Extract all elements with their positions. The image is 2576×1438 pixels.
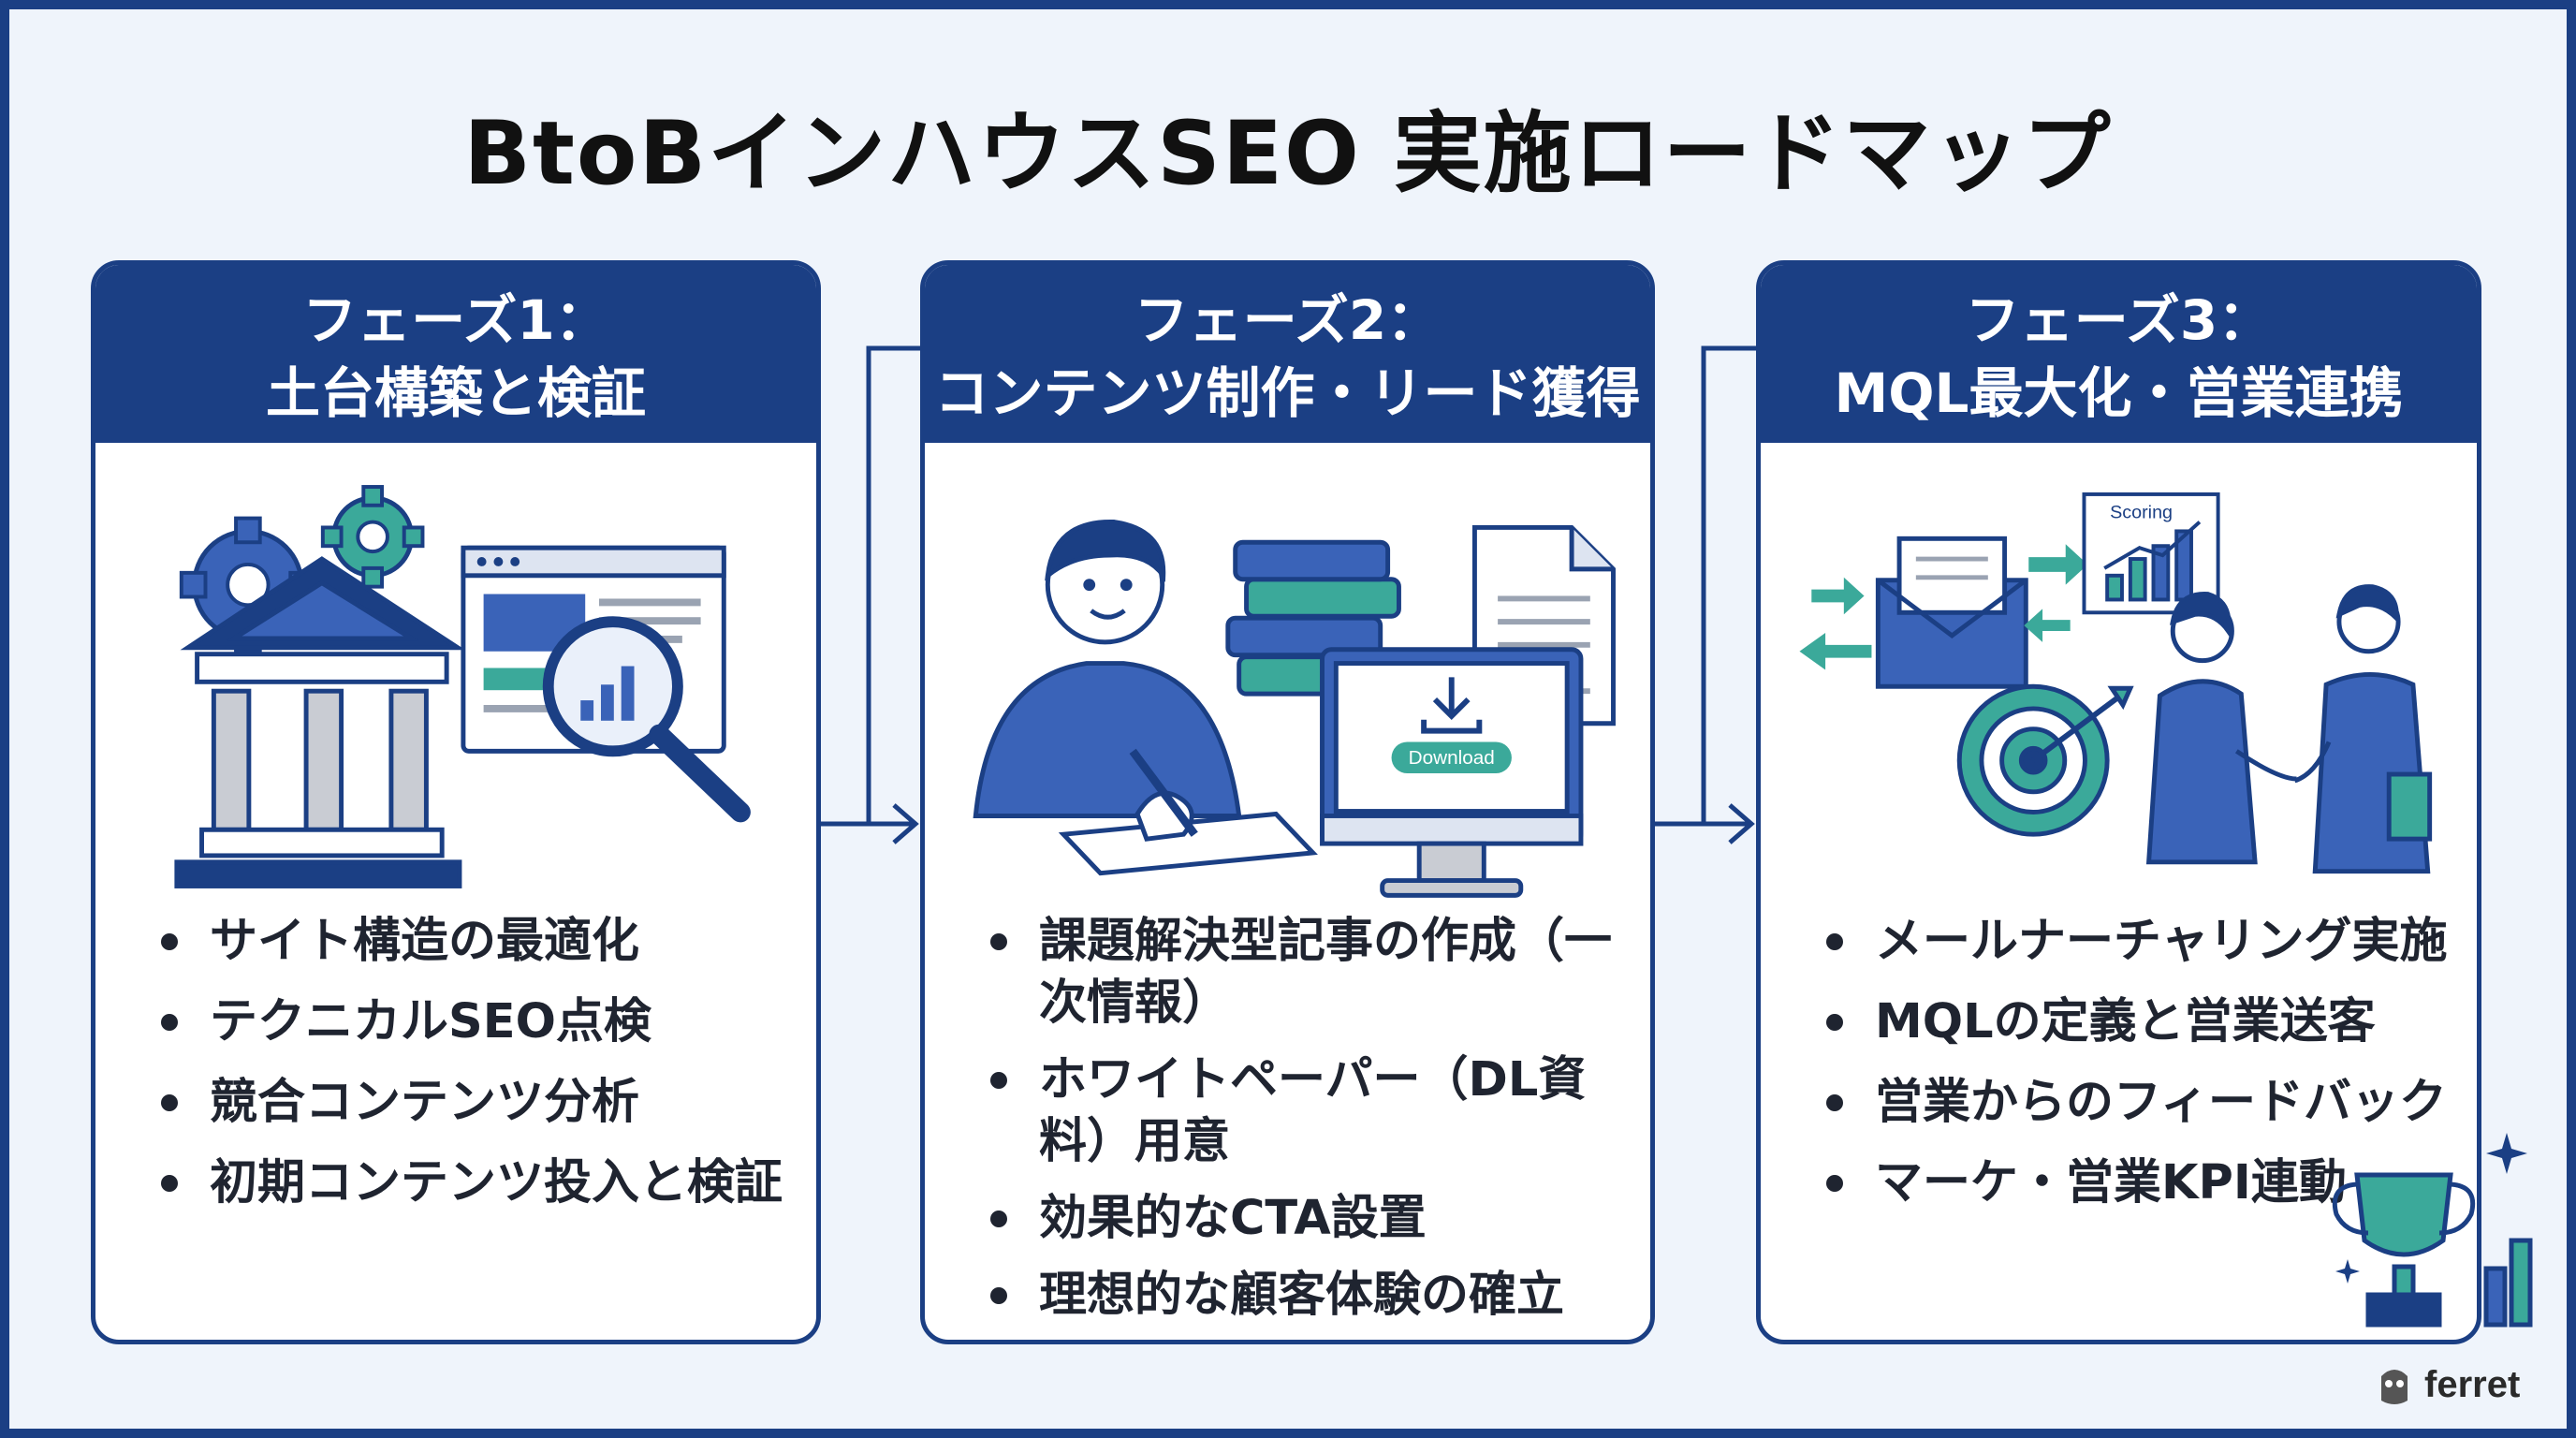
phase-3-title: MQL最大化・営業連携 — [1834, 361, 2404, 425]
list-item: 効果的なCTA設置 — [990, 1188, 1613, 1250]
list-item: ホワイトペーパー（DL資料）用意 — [990, 1049, 1613, 1173]
phase-1-list: サイト構造の最適化 テクニカルSEO点検 競合コンテンツ分析 初期コンテンツ投入… — [95, 911, 816, 1233]
list-item: マーケ・営業KPI連動 — [1826, 1152, 2477, 1214]
download-icon — [1421, 677, 1483, 734]
list-item: 競合コンテンツ分析 — [161, 1072, 816, 1134]
person-writing-icon — [973, 520, 1318, 876]
phase-2-title: コンテンツ制作・リード獲得 — [934, 361, 1641, 425]
phase-2-list: 課題解決型記事の作成（一次情報） ホワイトペーパー（DL資料）用意 効果的なCT… — [925, 911, 1650, 1340]
phase-1-label: フェーズ1： — [302, 288, 609, 352]
phase-1-title: 土台構築と検証 — [265, 361, 646, 425]
phase-2-label: フェーズ2： — [1134, 288, 1442, 352]
building-icon — [174, 556, 466, 888]
email-icon — [1875, 536, 2028, 689]
list-item: 理想的な顧客体験の確立 — [990, 1265, 1613, 1327]
phase-card-1: フェーズ1： 土台構築と検証 — [91, 260, 821, 1344]
magnifier-icon — [542, 616, 751, 823]
phase-1-header: フェーズ1： 土台構築と検証 — [95, 265, 816, 443]
connector-1-2 — [819, 345, 922, 827]
phase-3-label: フェーズ3： — [1965, 288, 2273, 352]
exchange-arrows-icon — [2024, 544, 2088, 642]
connector-2-3-arrow — [1655, 803, 1755, 844]
logo-text: ferret — [2424, 1363, 2521, 1405]
monitor-icon — [1320, 647, 1584, 898]
scoring-label: Scoring — [2110, 503, 2173, 523]
handshake-people-icon — [2145, 584, 2433, 874]
list-item: サイト構造の最適化 — [161, 911, 816, 973]
gear-icon — [320, 485, 425, 589]
phase-3-list: メールナーチャリング実施 MQLの定義と営業送客 営業からのフィードバック マー… — [1761, 911, 2477, 1233]
list-item: テクニカルSEO点検 — [161, 991, 816, 1053]
phase-1-illustration — [174, 485, 751, 888]
phase-2-header: フェーズ2： コンテンツ制作・リード獲得 — [925, 265, 1650, 443]
page-title: BtoBインハウスSEO 実施ロードマップ — [463, 103, 2113, 205]
target-icon — [1956, 683, 2134, 837]
ferret-logo-icon — [2381, 1370, 2408, 1404]
list-item: 営業からのフィードバック — [1826, 1072, 2477, 1134]
phase-card-3: フェーズ3： MQL最大化・営業連携 Scoring — [1756, 260, 2481, 1344]
phase-3-illustration: Scoring — [1799, 492, 2433, 874]
list-item: 初期コンテンツ投入と検証 — [161, 1152, 816, 1214]
download-button-label: Download — [1409, 747, 1495, 769]
connector-1-2-arrow — [819, 803, 919, 844]
brand-logo: ferret — [2376, 1363, 2520, 1406]
trophy-icon — [2332, 1133, 2533, 1328]
list-item: MQLの定義と営業送客 — [1826, 991, 2477, 1053]
phase-2-illustration: Download — [973, 520, 1616, 898]
exchange-arrows-icon — [1799, 577, 1872, 670]
list-item: 課題解決型記事の作成（一次情報） — [990, 911, 1613, 1034]
phase-3-header: フェーズ3： MQL最大化・営業連携 — [1761, 265, 2477, 443]
connector-2-3 — [1655, 345, 1760, 827]
phase-card-2: フェーズ2： コンテンツ制作・リード獲得 — [920, 260, 1655, 1344]
list-item: メールナーチャリング実施 — [1826, 911, 2477, 973]
